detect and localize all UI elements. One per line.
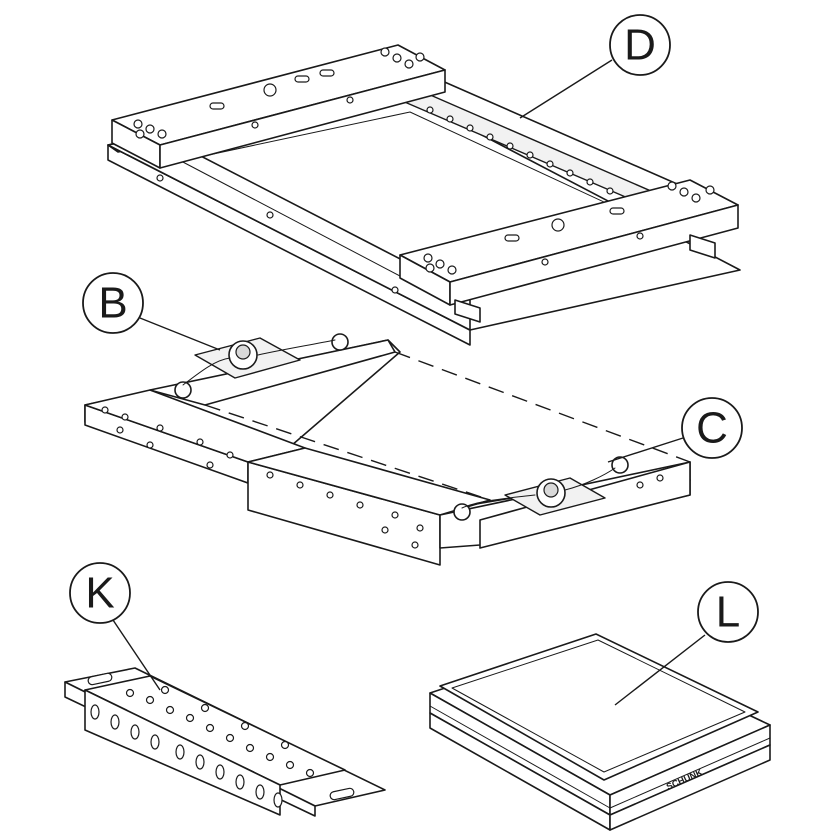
plate-right-holes	[266, 471, 664, 549]
callout-k-label: K	[85, 569, 114, 618]
rail-slot-right	[329, 787, 355, 801]
frame-front-plate-holes	[423, 181, 715, 275]
plate-left-fitting-2	[331, 333, 349, 351]
callout-k-leader	[112, 619, 161, 691]
callout-c-circle	[681, 397, 743, 459]
plate-assembly	[84, 333, 691, 566]
plate-left-fitting-1	[174, 381, 192, 399]
callout-l-circle	[697, 581, 759, 643]
frame-left-rail-edge	[159, 149, 441, 298]
callout-d-circle	[609, 14, 671, 76]
callout-l-leader	[614, 634, 706, 706]
rail-side-holes	[90, 704, 283, 808]
callout-k-circle	[69, 562, 131, 624]
plate-left-clamp-knob	[235, 344, 251, 360]
frame-slot-holes	[426, 106, 614, 195]
frame-side-hole	[156, 174, 164, 182]
callout-d-leader	[519, 59, 613, 119]
callout-c-leader	[607, 437, 684, 463]
tray-assembly: SCHUNK	[429, 633, 771, 831]
plate-dashed-guide-inner	[204, 404, 491, 501]
callout-b-circle	[82, 272, 144, 334]
plate-left-hose	[182, 339, 336, 386]
frame-rear-plate-holes	[133, 47, 425, 139]
callout-d-label: D	[624, 21, 656, 70]
plate-right-fitting-1	[453, 503, 471, 521]
tray-inner-rim	[451, 639, 746, 773]
callout-l-label: L	[716, 588, 740, 637]
plate-left-holes	[101, 406, 234, 469]
tray-layer-2-right	[609, 744, 771, 831]
rail-assembly	[64, 667, 386, 817]
frame-left-rail-side	[107, 144, 471, 346]
plate-right-hose	[461, 467, 616, 509]
plate-dashed-guide	[394, 351, 691, 463]
frame-side-hole	[391, 286, 399, 294]
callouts: D B C K L	[69, 14, 759, 706]
callout-b-leader	[139, 317, 221, 351]
frame-side-hole	[266, 211, 274, 219]
rail-top-holes	[125, 685, 315, 778]
plate-right-clamp-knob	[543, 482, 559, 498]
frame-cross-plate-rear-front	[159, 69, 446, 169]
rail-slot-left	[87, 672, 113, 686]
frame-foot-1	[454, 299, 481, 323]
plate-right-fitting-2	[611, 456, 629, 474]
frame-foot-2	[689, 234, 716, 259]
tray-top	[439, 633, 759, 781]
callout-b-label: B	[98, 279, 127, 328]
frame-assembly	[107, 44, 741, 346]
callout-c-label: C	[696, 404, 728, 453]
frame-cross-plate-front-face	[449, 204, 739, 306]
tray-stack-line	[429, 705, 771, 809]
